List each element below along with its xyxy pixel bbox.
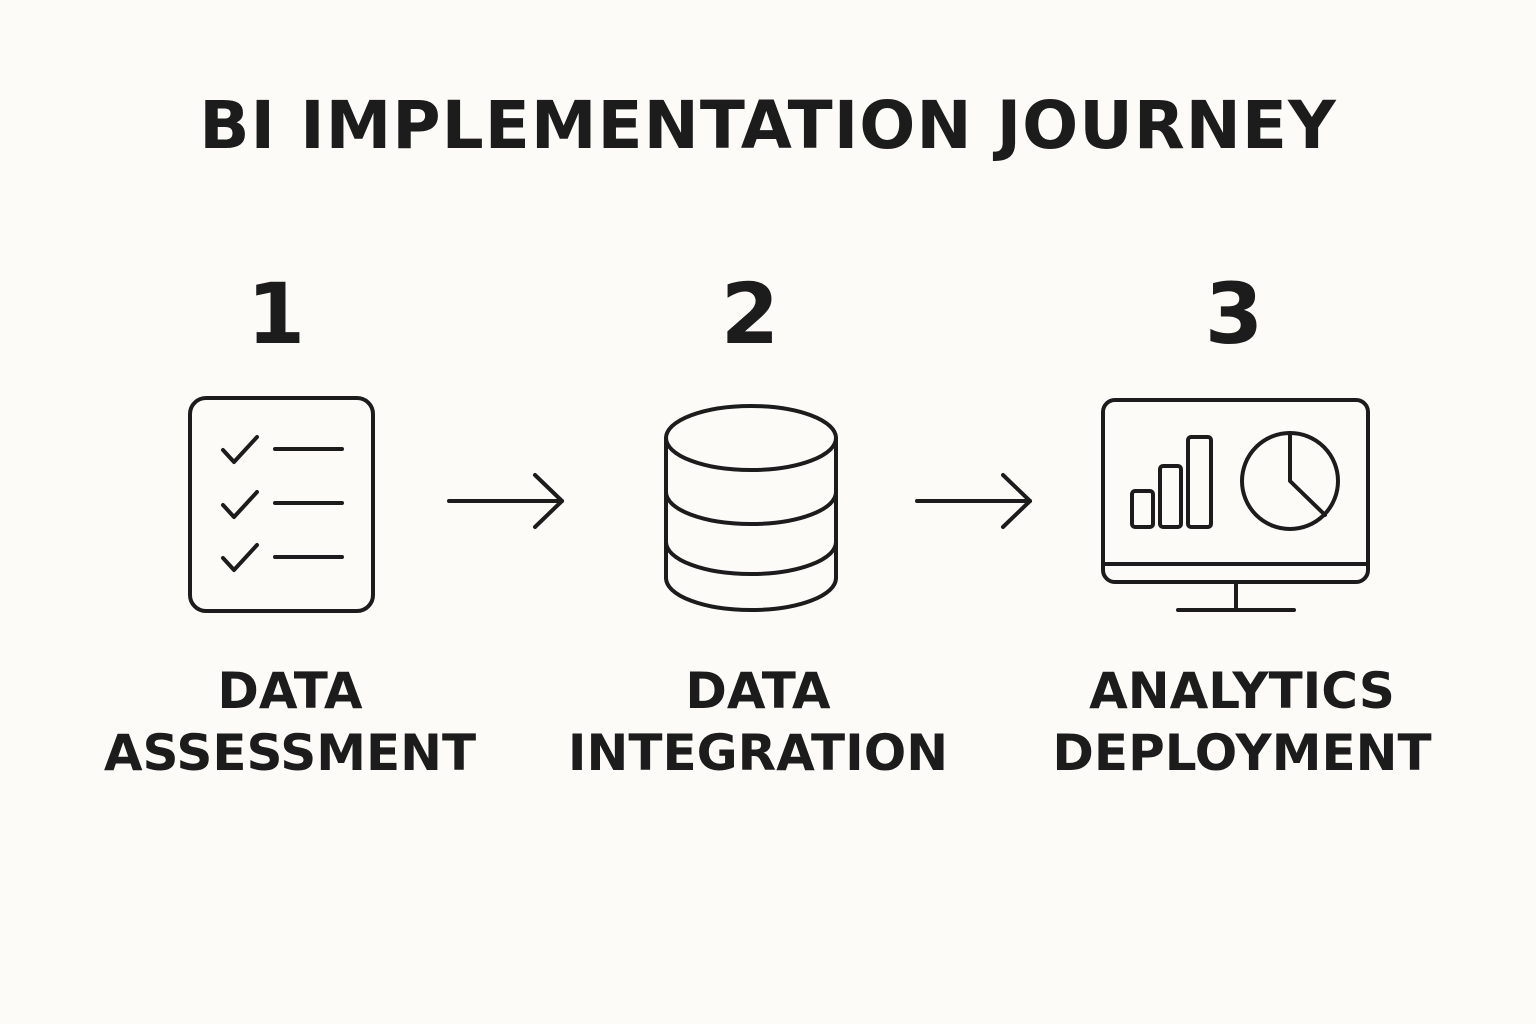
step-3-number: 3	[1204, 265, 1264, 363]
step-2-number: 2	[720, 265, 780, 363]
step-2-label-line2: INTEGRATION	[567, 724, 949, 782]
checklist-icon	[188, 396, 375, 613]
step-1-number: 1	[246, 265, 306, 363]
arrow-right-icon	[915, 473, 1032, 529]
step-3-label: ANALYTICS DEPLOYMENT	[1012, 660, 1472, 784]
analytics-monitor-icon	[1101, 398, 1370, 612]
step-3-label-line1: ANALYTICS	[1089, 662, 1395, 720]
step-1-label-line1: DATA	[217, 662, 363, 720]
step-1-label: DATA ASSESSMENT	[60, 660, 520, 784]
step-1-label-line2: ASSESSMENT	[103, 724, 477, 782]
arrow-right-icon	[447, 473, 564, 529]
step-3-label-line2: DEPLOYMENT	[1052, 724, 1432, 782]
step-2-label: DATA INTEGRATION	[528, 660, 988, 784]
diagram-title: BI IMPLEMENTATION JOURNEY	[199, 87, 1337, 164]
database-icon	[664, 404, 838, 612]
step-2-label-line1: DATA	[685, 662, 831, 720]
